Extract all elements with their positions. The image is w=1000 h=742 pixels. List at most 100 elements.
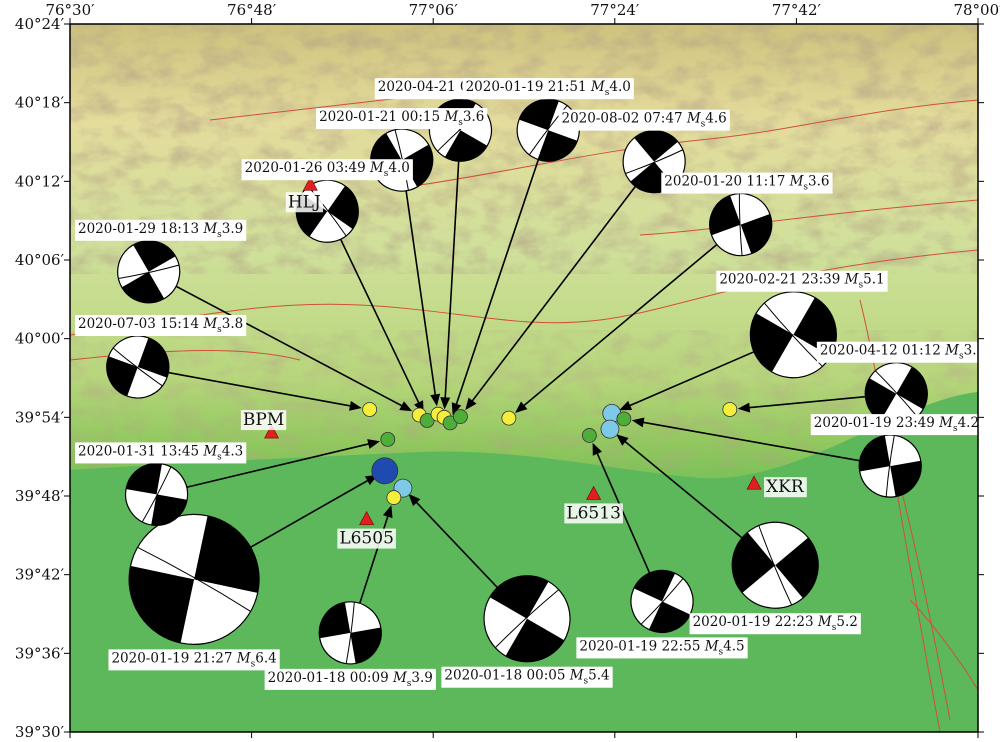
top-tick-label: 77°06′ [409,1,459,19]
focal-mechanism-ball-15 [731,521,819,609]
event-magnitude-symbol: M [844,272,860,288]
event-magnitude-value: 3.9 [411,670,432,686]
event-magnitude-subscript: s [217,325,222,335]
event-label-background [264,668,436,690]
ball-nodal-plane [308,186,347,237]
event-magnitude-value: 6.4 [255,650,276,666]
arrow-shaft-15 [621,438,743,539]
event-label-6: 2020-01-26 03:49 Ms4.0 [245,160,410,179]
focal-mechanism-ball-11 [709,193,773,257]
station-label-background [240,410,287,431]
ball-nodal-plane [141,466,172,523]
epicenter-marker-10 [453,409,468,424]
event-label-background [316,108,488,130]
event-label-3: 2020-01-31 13:45 Ms4.3 [78,443,243,462]
event-label-1: 2020-01-18 00:05 Ms5.4 [444,668,609,687]
event-label-16: 2020-01-19 22:55 Ms4.5 [579,638,744,657]
focal-mechanism-ball-3 [124,462,189,527]
ball-quadrant-b [126,463,162,495]
arrow-shaft-11 [520,243,718,409]
ball-nodal-plane [640,578,684,625]
ball-quadrant-b [633,570,676,602]
event-label-12: 2020-02-21 23:39 Ms5.1 [719,272,884,291]
epicenter-marker-2 [386,490,402,505]
arrow-shaft-0 [250,478,372,548]
epicenter-marker-3 [380,431,396,447]
event-label-background [810,414,978,436]
arrow-shaft-14 [639,420,860,462]
station-marker-l6513 [586,485,602,500]
event-datetime: 2020-01-19 21:27 [111,650,236,666]
event-datetime: 2020-01-29 18:13 [78,221,203,237]
ball-quadrant-b [129,565,195,643]
epicenter-marker-15 [600,419,620,439]
focal-mechanism-ball-0 [128,513,260,645]
event-magnitude-value: 4.0 [609,79,630,95]
event-magnitude-value: 4.5 [723,638,744,654]
left-tick-label: 39°36′ [15,644,65,662]
ball-nodal-plane [885,435,895,497]
event-magnitude-symbol: M [202,316,218,332]
station-marker-hlj [302,176,318,191]
station-label-l6505: L6505 [339,529,394,549]
ball-nodal-plane [137,547,251,612]
arrow-head-10 [465,397,477,411]
ball-nodal-plane [738,193,743,256]
event-datetime: 2020-01-18 00:09 [268,670,393,686]
ball-quadrant-a [750,313,794,372]
event-datetime: 2020-01-19 22:55 [579,638,704,654]
event-magnitude-symbol: M [817,614,833,630]
top-tick-label: 78°00′ [953,1,1000,19]
epicenter-marker-0 [371,457,399,485]
event-magnitude-subscript: s [217,230,222,240]
arrow-head-14 [631,417,645,428]
ball-quadrant-a [106,356,138,397]
focal-mechanism-ball-5 [117,240,181,304]
fault-line-3 [419,99,978,186]
ball-nodal-plane [758,525,793,606]
left-tick-label: 39°42′ [15,566,65,584]
ball-quadrant-b [890,460,922,497]
ball-nodal-plane [345,602,355,664]
arrow-shaft-1 [413,499,498,589]
ball-nodal-plane [875,370,918,417]
event-datetime: 2020-01-20 11:17 [664,174,789,190]
ball-quadrant-a [327,185,359,230]
event-magnitude-subscript: s [384,169,389,179]
station-marker-xkr [746,475,762,490]
station-marker-bpm [264,424,280,439]
event-magnitude-symbol: M [686,111,702,127]
left-tick-label: 40°24′ [15,15,65,33]
station-marker-l6505 [359,510,375,525]
event-label-background [462,78,634,100]
ball-quadrant-b [865,378,897,421]
arrow-shaft-5 [175,285,406,409]
event-magnitude-value: 3.9 [964,343,985,359]
event-magnitude-subscript: s [458,118,463,128]
arrow-head-4 [349,400,362,411]
ball-quadrant-a [648,601,691,633]
event-magnitude-value: 4.0 [388,160,409,176]
event-magnitude-subscript: s [953,424,958,434]
fault-line-4 [639,199,978,236]
arrow-head-11 [515,401,528,413]
arrow-head-8 [440,397,451,410]
event-magnitude-symbol: M [443,109,459,125]
ball-quadrant-a [489,575,549,619]
arrow-head-5 [399,401,413,412]
arrow-head-15 [616,434,629,446]
event-magnitude-symbol: M [202,443,218,459]
event-magnitude-value: 3.6 [808,174,829,190]
event-magnitude-value: 5.1 [863,272,884,288]
event-label-background [75,314,247,336]
event-datetime: 2020-01-26 03:49 [245,160,370,176]
ball-nodal-plane [118,264,179,279]
event-magnitude-value: 5.2 [836,614,857,630]
station-label-background [764,477,807,498]
event-magnitude-subscript: s [832,623,837,633]
left-tick-label: 39°30′ [15,723,65,741]
arrow-shaft-3 [186,442,373,489]
event-label-0: 2020-01-19 21:27 Ms6.4 [111,650,276,669]
arrow-shaft-7 [405,190,437,399]
